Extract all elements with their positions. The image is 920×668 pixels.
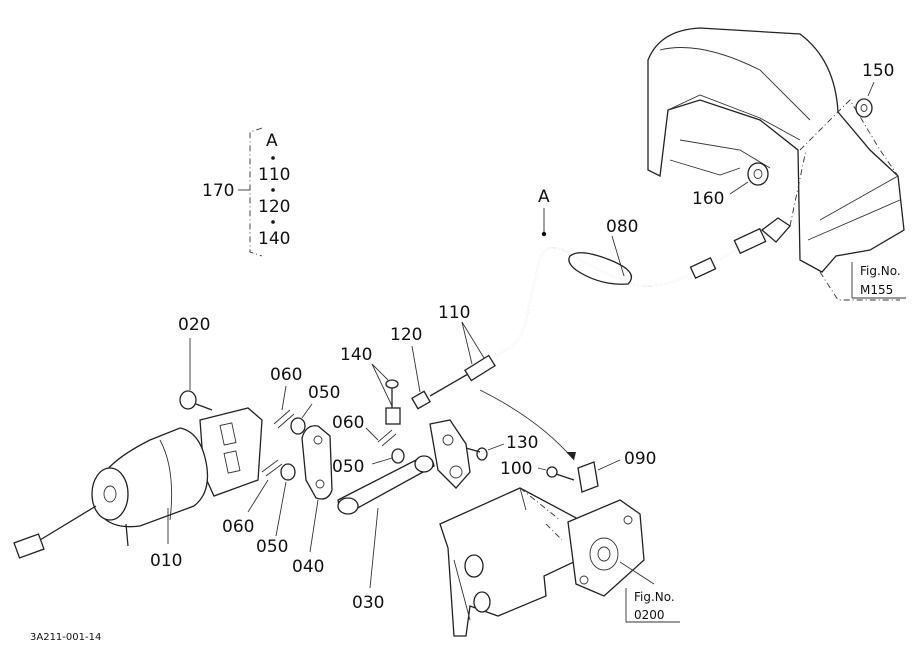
callout-090: 090 xyxy=(624,449,656,469)
callout-170: 170 xyxy=(202,181,234,201)
mounting-bracket xyxy=(439,487,581,637)
fig-ref-value: M155 xyxy=(860,283,893,297)
part-030-link-rod: 030 xyxy=(337,455,435,613)
callout-100: 100 xyxy=(500,459,532,479)
part-150-washer: 150 xyxy=(855,61,894,118)
part-060-pin-lower: 060 xyxy=(222,459,283,537)
separator-dot xyxy=(271,220,275,224)
part-160-grommet: 160 xyxy=(692,162,769,209)
part-130-bolt: 130 xyxy=(465,433,538,461)
part-090-plate: 090 xyxy=(577,449,656,493)
fuel-pump-housing xyxy=(567,499,655,597)
callout-050-upper: 050 xyxy=(308,383,340,403)
part-050-washer-lower: 050 xyxy=(256,463,296,557)
callout-040: 040 xyxy=(292,557,324,577)
callout-050-mid: 050 xyxy=(332,457,364,477)
part-040-arm: 040 xyxy=(292,425,333,577)
fig-ref-label: Fig.No. xyxy=(860,264,901,278)
part-060-pin-upper: 060 xyxy=(270,365,302,429)
callout-020: 020 xyxy=(178,315,210,335)
fig-ref-value: 0200 xyxy=(634,608,665,622)
set-group-item-140: 140 xyxy=(258,229,290,249)
separator-dot xyxy=(271,188,275,192)
callout-080: 080 xyxy=(606,217,638,237)
arrow-head xyxy=(566,452,576,460)
callout-110: 110 xyxy=(438,303,470,323)
set-group-item-110: 110 xyxy=(258,165,290,185)
callout-030: 030 xyxy=(352,593,384,613)
callout-130: 130 xyxy=(506,433,538,453)
callout-050-lower: 050 xyxy=(256,537,288,557)
lever-bracket xyxy=(429,419,471,489)
callout-140: 140 xyxy=(340,345,372,365)
callout-060-upper: 060 xyxy=(270,365,302,385)
callout-060-mid: 060 xyxy=(332,413,364,433)
part-060-pin-mid: 060 xyxy=(332,413,397,447)
drawing-id: 3A211-001-14 xyxy=(30,632,101,643)
part-110-cable-end: 110 xyxy=(429,303,496,397)
set-group-top: A xyxy=(266,131,278,151)
set-group-item-120: 120 xyxy=(258,197,290,217)
part-020-bolt: 020 xyxy=(178,315,213,411)
part-010-actuator: 010 xyxy=(13,407,263,571)
part-140-bolt: 140 xyxy=(340,345,401,425)
callout-160: 160 xyxy=(692,189,724,209)
assembly-arrow xyxy=(479,389,575,461)
callout-150: 150 xyxy=(862,61,894,81)
callout-120: 120 xyxy=(390,325,422,345)
callout-010: 010 xyxy=(150,551,182,571)
part-050-washer-mid: 050 xyxy=(332,448,405,477)
set-group-170: 170 A 110 120 140 xyxy=(202,127,290,257)
fig-ref-m155: Fig.No. M155 xyxy=(851,262,906,299)
part-080-cable: A 080 xyxy=(477,149,807,369)
fig-ref-label: Fig.No. xyxy=(634,590,675,604)
fig-ref-0200: Fig.No. 0200 xyxy=(625,588,680,623)
callout-A: A xyxy=(538,187,550,207)
callout-060-lower: 060 xyxy=(222,517,254,537)
separator-dot xyxy=(271,156,275,160)
part-050-washer-upper: 050 xyxy=(290,383,340,435)
part-120-nut: 120 xyxy=(390,325,431,410)
part-100-bolt: 100 xyxy=(500,459,575,481)
